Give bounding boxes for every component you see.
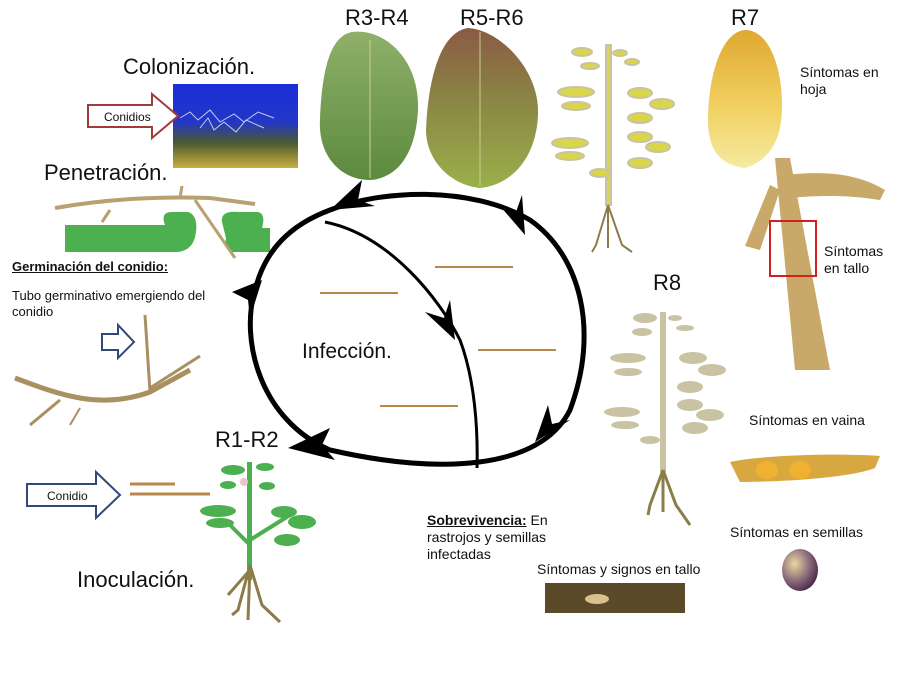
symptom-leaf-caption: Síntomas en hoja — [800, 64, 879, 97]
stage-colonizacion: Colonización. — [123, 54, 256, 79]
symptom-pod-caption: Síntomas en vaina — [749, 412, 865, 428]
plant-r1-r2 — [200, 462, 316, 580]
roots-r1-r2 — [226, 564, 282, 624]
label-r8: R8 — [653, 270, 682, 295]
germination-text: Tubo germinativo emergiendo del conidio — [12, 288, 206, 319]
conidios-arrow-icon — [87, 91, 180, 141]
plant-r8 — [604, 312, 726, 472]
label-r5-r6: R5-R6 — [460, 5, 524, 30]
leaf-veins — [369, 32, 481, 186]
arrowhead-3 — [535, 405, 570, 442]
arrowhead-6 — [425, 300, 455, 340]
stem-lesion — [585, 594, 609, 604]
conidio-arrow-label: Conidio — [47, 489, 88, 503]
plant-yellow — [551, 44, 675, 206]
colonization-micrograph — [173, 84, 298, 168]
survival-text-inline: En — [526, 512, 548, 528]
stage-infeccion: Infección. — [302, 340, 392, 363]
label-r3-r4: R3-R4 — [345, 5, 409, 30]
stage-penetracion: Penetración. — [44, 160, 168, 185]
arrowhead-5 — [232, 280, 262, 318]
symptom-stem-signs-caption: Síntomas y signos en tallo — [537, 561, 701, 577]
arrowhead-4 — [288, 428, 335, 460]
arrowhead-1 — [330, 180, 375, 210]
penetration-illustration — [54, 185, 270, 259]
germinating-conidium — [14, 314, 201, 427]
cycle-arrowheads — [232, 180, 570, 460]
conidios-arrow-label: Conidios — [104, 110, 151, 124]
roots-r8 — [646, 469, 692, 526]
cycle-conidia — [320, 266, 556, 407]
arrowhead-2 — [500, 195, 525, 235]
conidio-arrow-icon — [26, 469, 122, 521]
seed-image — [782, 549, 818, 591]
germination-title: Germinación del conidio: — [12, 259, 169, 274]
disease-cycle — [247, 191, 587, 469]
symptom-seed-caption: Síntomas en semillas — [730, 524, 864, 540]
label-r1-r2: R1-R2 — [215, 427, 279, 452]
stem-segment-image — [545, 583, 685, 613]
germination-arrow-icon — [101, 322, 136, 361]
stem-highlight-box — [769, 220, 817, 277]
leaf-r7 — [708, 30, 783, 168]
roots-yellow — [591, 204, 633, 253]
inoculum-conidia — [130, 482, 210, 496]
leaf-r5-r6 — [426, 28, 539, 188]
pod-image — [730, 454, 880, 482]
hyphae-marks — [179, 109, 275, 133]
survival-text: rastrojos y semillas infectadas — [427, 529, 547, 562]
leaf-r3-r4 — [319, 31, 419, 180]
symptom-stem-caption: Síntomas en tallo — [824, 243, 884, 276]
stem-r7 — [745, 158, 885, 370]
survival-title: Sobrevivencia: — [427, 512, 527, 528]
stage-inoculacion: Inoculación. — [77, 567, 195, 592]
label-r7: R7 — [731, 5, 760, 30]
